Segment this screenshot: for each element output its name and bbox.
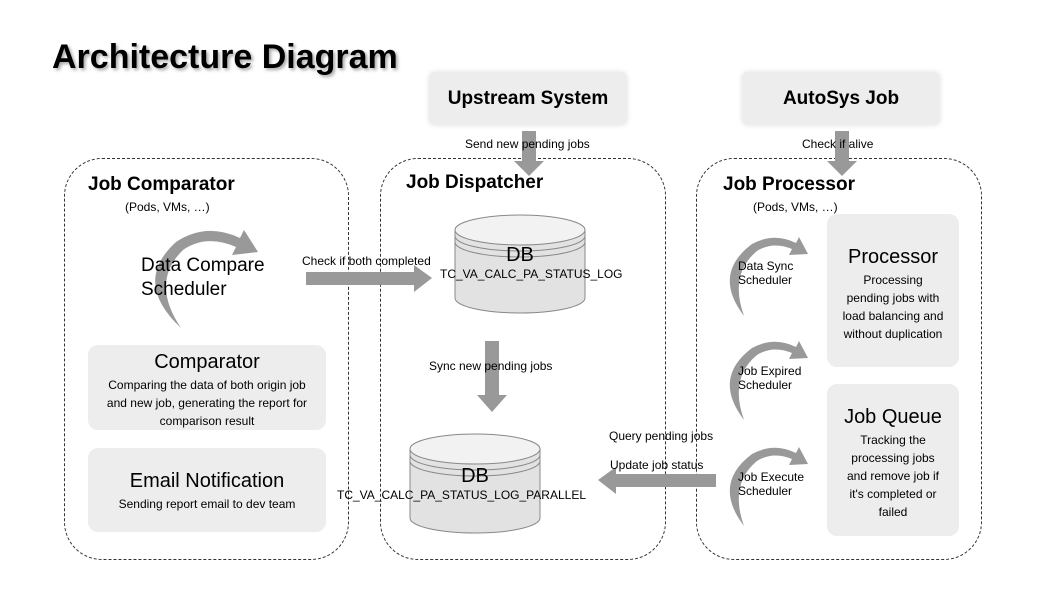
- db2-name: TC_VA_CALC_PA_STATUS_LOG_PARALLEL: [337, 488, 586, 502]
- processor-desc-line2: pending jobs with: [846, 291, 940, 305]
- job-queue-desc-line1: Tracking the: [860, 433, 926, 447]
- page-title: Architecture Diagram: [52, 38, 398, 76]
- email-notification-desc: Sending report email to dev team: [118, 497, 296, 511]
- job-expired-scheduler[interactable]: Job Expired Scheduler: [738, 364, 801, 392]
- job-queue-box[interactable]: Job Queue Tracking the processing jobs a…: [827, 384, 959, 536]
- data-sync-scheduler[interactable]: Data Sync Scheduler: [738, 259, 793, 287]
- send-pending-label: Send new pending jobs: [465, 137, 590, 151]
- processor-desc-line4: without duplication: [843, 327, 943, 341]
- job-comparator-title: Job Comparator: [88, 174, 235, 195]
- upstream-system-label: Upstream System: [447, 87, 609, 109]
- processor-desc-line3: load balancing and: [842, 309, 944, 323]
- query-pending-label: Query pending jobs: [609, 429, 714, 443]
- job-expired-scheduler-line1: Job Expired: [738, 364, 802, 378]
- job-execute-scheduler[interactable]: Job Execute Scheduler: [738, 470, 804, 498]
- email-notification-box[interactable]: Email Notification Sending report email …: [88, 448, 326, 532]
- db2-title: DB: [461, 465, 489, 487]
- data-compare-scheduler[interactable]: Data Compare Scheduler: [141, 254, 265, 302]
- job-processor-title: Job Processor: [723, 174, 855, 195]
- comparator-box[interactable]: Comparator Comparing the data of both or…: [88, 345, 326, 430]
- comparator-desc-line2: and new job, generating the report for: [106, 396, 308, 410]
- email-notification-title: Email Notification: [129, 470, 285, 492]
- job-expired-scheduler-line2: Scheduler: [738, 378, 793, 392]
- autosys-job-label: AutoSys Job: [782, 87, 900, 109]
- comparator-desc-line1: Comparing the data of both origin job: [108, 378, 306, 392]
- job-queue-title: Job Queue: [844, 406, 942, 428]
- autosys-job-box[interactable]: AutoSys Job: [742, 72, 940, 125]
- comparator-title: Comparator: [154, 351, 260, 373]
- processor-box[interactable]: Processor Processing pending jobs with l…: [827, 214, 959, 367]
- job-queue-desc-line4: it's completed or: [849, 487, 937, 501]
- processor-title: Processor: [847, 246, 939, 268]
- data-compare-scheduler-line1: Data Compare: [141, 255, 265, 276]
- db1-name: TC_VA_CALC_PA_STATUS_LOG: [440, 267, 623, 281]
- comparator-desc-line3: comparison result: [159, 414, 255, 428]
- sync-pending-label: Sync new pending jobs: [429, 359, 553, 373]
- upstream-system-box[interactable]: Upstream System: [429, 72, 627, 125]
- job-comparator-group: [64, 158, 349, 560]
- db1-title: DB: [506, 244, 534, 266]
- job-execute-scheduler-line2: Scheduler: [738, 484, 793, 498]
- job-comparator-subtitle: (Pods, VMs, …): [125, 200, 210, 214]
- data-compare-scheduler-line2: Scheduler: [141, 279, 227, 300]
- update-status-label: Update job status: [610, 458, 704, 472]
- data-sync-scheduler-line1: Data Sync: [738, 259, 794, 273]
- check-alive-label: Check if alive: [802, 137, 874, 151]
- data-sync-scheduler-line2: Scheduler: [738, 273, 793, 287]
- db-status-log-parallel[interactable]: DB TC_VA_CALC_PA_STATUS_LOG_PARALLEL: [337, 465, 586, 502]
- processor-desc-line1: Processing: [863, 273, 923, 287]
- job-queue-desc-line5: failed: [878, 505, 908, 519]
- job-processor-subtitle: (Pods, VMs, …): [753, 200, 838, 214]
- job-execute-scheduler-line1: Job Execute: [738, 470, 805, 484]
- job-dispatcher-title: Job Dispatcher: [406, 172, 544, 193]
- check-completed-label: Check if both completed: [302, 254, 431, 268]
- job-queue-desc-line2: processing jobs: [851, 451, 935, 465]
- db-status-log[interactable]: DB TC_VA_CALC_PA_STATUS_LOG: [440, 244, 623, 281]
- job-queue-desc-line3: and remove job if: [846, 469, 940, 483]
